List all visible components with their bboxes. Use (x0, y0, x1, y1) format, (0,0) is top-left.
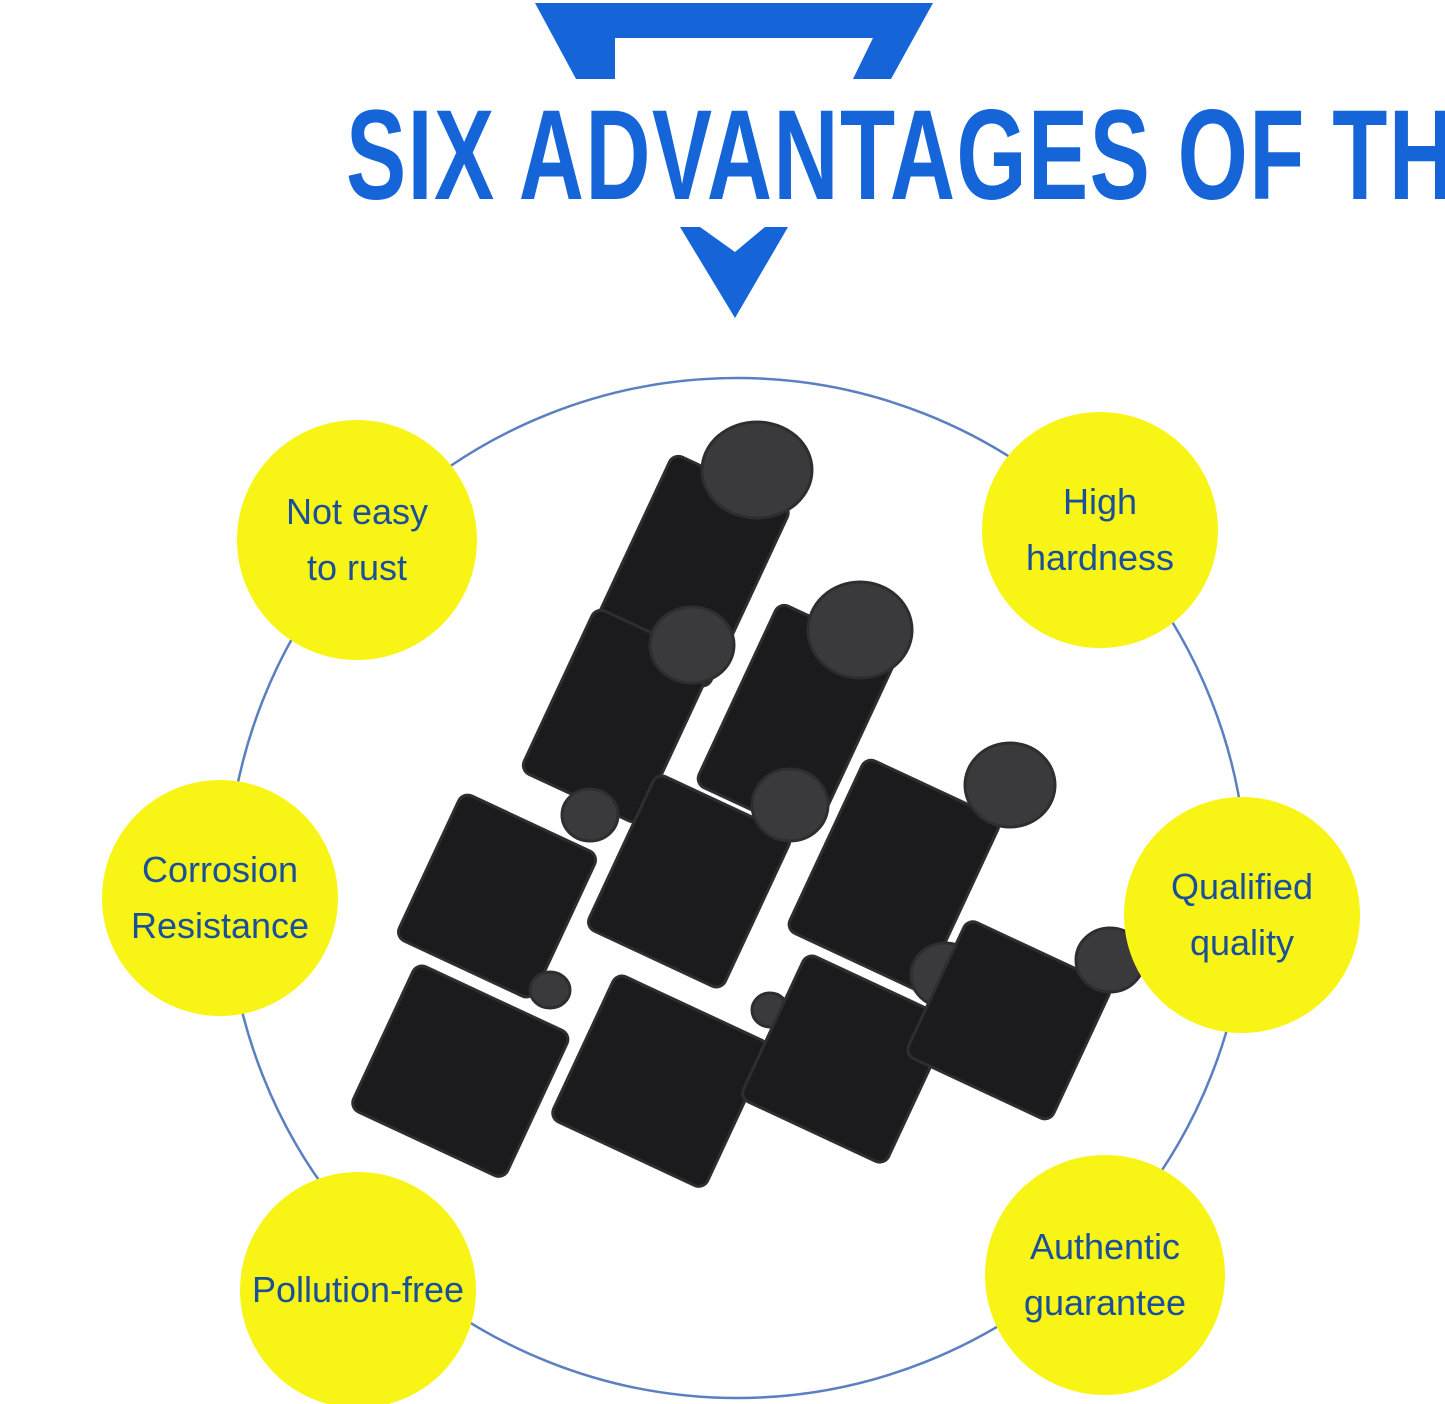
advantage-pollution-free: Pollution-free (240, 1172, 476, 1404)
down-arrow-icon (680, 227, 788, 318)
advantage-qualified-quality: Qualified quality (1124, 797, 1360, 1033)
advantage-label: Qualified (1170, 866, 1314, 907)
product-bolts-image (351, 420, 1146, 1188)
advantage-authentic-guarantee: Authentic guarantee (985, 1155, 1225, 1395)
advantage-label: to rust (306, 547, 408, 588)
advantage-high-hardness: High hardness (982, 412, 1218, 648)
advantage-label: Authentic (1029, 1226, 1181, 1267)
advantage-label: quality (1189, 922, 1295, 963)
advantage-label: Resistance (130, 905, 310, 946)
top-bracket-shape (535, 3, 933, 79)
page-title: SIX ADVANTAGES OF THE PRODUCT (0, 92, 1445, 220)
advantage-not-easy-to-rust: Not easy to rust (237, 420, 477, 660)
advantage-label: Pollution-free (251, 1269, 465, 1310)
advantage-label: Corrosion (141, 849, 299, 890)
advantage-corrosion-resistance: Corrosion Resistance (102, 780, 338, 1016)
title-text: SIX ADVANTAGES OF THE PRODUCT (345, 84, 1445, 227)
advantage-label: Not easy (285, 491, 429, 532)
advantage-label: guarantee (1023, 1282, 1187, 1323)
advantage-label: hardness (1025, 537, 1175, 578)
advantage-label: High (1062, 481, 1138, 522)
